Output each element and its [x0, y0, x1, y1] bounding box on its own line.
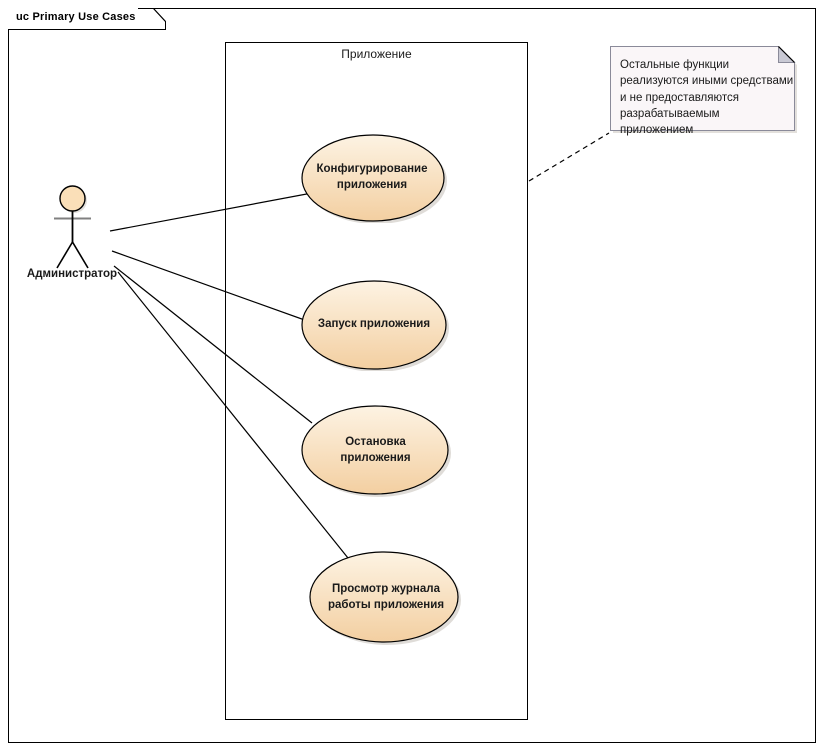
use-case-start[interactable]: Запуск приложения	[300, 279, 452, 372]
actor-stick-figure-icon	[54, 185, 91, 269]
system-boundary-label: Приложение	[341, 47, 412, 61]
use-case-ellipse-shape	[309, 551, 461, 645]
actor-label: Администратор	[26, 268, 118, 280]
note-shape	[610, 45, 797, 133]
use-case-stop[interactable]: Остановка приложения	[300, 404, 455, 497]
diagram-title-tab[interactable]: uc Primary Use Cases	[8, 8, 138, 29]
use-case-label: Запуск приложения	[317, 318, 431, 331]
note-comment[interactable]: Остальные функции реализуются иными сред…	[610, 45, 800, 136]
use-case-label: Остановка приложения	[340, 435, 411, 464]
actor-administrator[interactable]	[30, 180, 140, 275]
use-case-configure[interactable]: Конфигурирование приложения	[300, 133, 450, 224]
diagram-title-text: uc Primary Use Cases	[16, 11, 136, 23]
note-text: Остальные функции реализуются иными сред…	[620, 59, 794, 137]
diagram-frame	[8, 8, 816, 743]
use-case-label: Просмотр журнала работы приложения	[327, 582, 445, 611]
use-case-viewlog[interactable]: Просмотр журнала работы приложения	[308, 550, 466, 645]
use-case-label: Конфигурирование приложения	[316, 163, 428, 191]
use-case-ellipse-shape	[301, 134, 447, 224]
